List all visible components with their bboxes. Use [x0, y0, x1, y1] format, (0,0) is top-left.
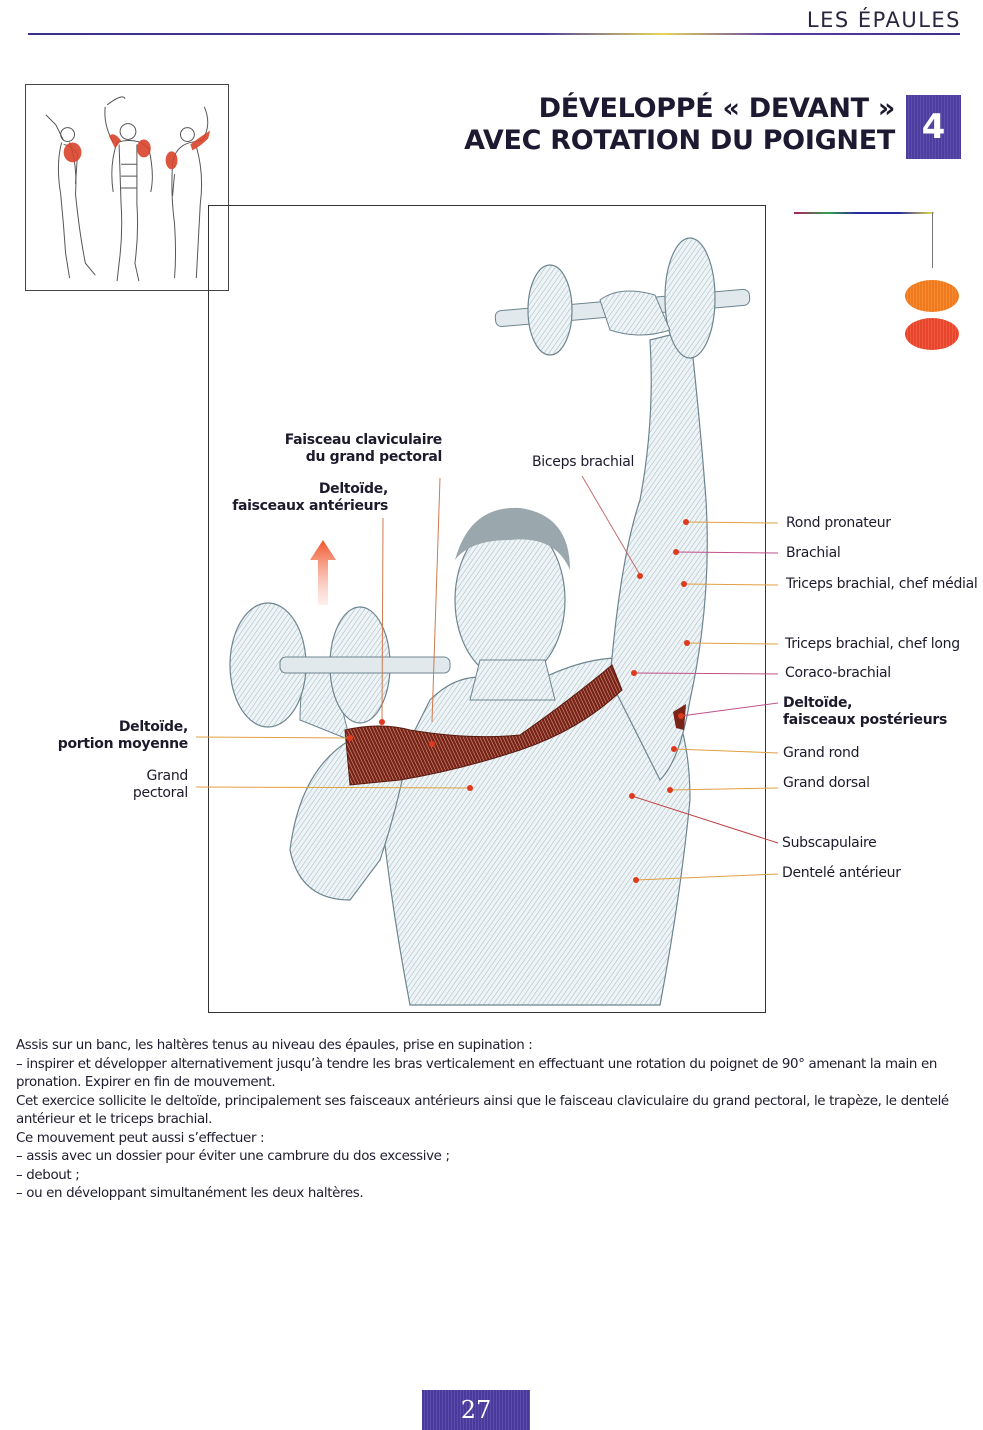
title-line-2: AVEC ROTATION DU POIGNET [464, 125, 895, 156]
exercise-description: Assis sur un banc, les haltères tenus au… [16, 1037, 966, 1204]
primary-muscle-oval-icon [905, 280, 959, 312]
variant-item: ou en développant simultanément les deux… [16, 1185, 966, 1204]
description-muscles: Cet exercice sollicite le deltoïde, prin… [16, 1093, 949, 1128]
page-number: 27 [422, 1390, 530, 1430]
label-biceps-brachial: Biceps brachial [532, 454, 635, 470]
variant-item: debout ; [16, 1167, 966, 1186]
label-line: faisceaux antérieurs [232, 498, 388, 514]
illustration-frame [208, 205, 766, 1013]
header-rule [28, 33, 960, 35]
section-header: LES ÉPAULES [806, 8, 961, 32]
label-dentele-anterieur: Dentelé antérieur [782, 865, 901, 881]
label-grand-rond: Grand rond [783, 745, 860, 761]
legend-rule [794, 212, 934, 214]
secondary-muscle-oval-icon [905, 318, 959, 350]
label-faisceau-claviculaire: Faisceau claviculaire du grand pectoral [284, 432, 443, 466]
three-anatomy-figures-icon [45, 96, 211, 282]
label-line: du grand pectoral [305, 449, 443, 465]
label-rond-pronateur: Rond pronateur [786, 515, 891, 531]
label-line: Faisceau claviculaire [284, 432, 443, 448]
label-deltoide-anterieurs: Deltoïde, faisceaux antérieurs [232, 481, 388, 515]
variant-item: assis avec un dossier pour éviter une ca… [16, 1148, 966, 1167]
label-deltoide-moyenne: Deltoïde, portion moyenne [57, 719, 189, 753]
legend-rule-vertical [932, 212, 933, 268]
description-intro: Assis sur un banc, les haltères tenus au… [16, 1038, 533, 1053]
label-grand-pectoral: Grand pectoral [133, 768, 188, 802]
exercise-number-badge: 4 [906, 95, 961, 159]
description-step: inspirer et développer alternativement j… [16, 1056, 966, 1093]
exercise-title: DÉVELOPPÉ « DEVANT » AVEC ROTATION DU PO… [464, 93, 895, 157]
label-line: Deltoïde, [783, 695, 853, 711]
description-variants-intro: Ce mouvement peut aussi s’effectuer : [16, 1130, 265, 1146]
label-line: Deltoïde, [118, 719, 188, 735]
label-triceps-long: Triceps brachial, chef long [785, 636, 960, 652]
label-deltoide-posterieurs: Deltoïde, faisceaux postérieurs [783, 695, 947, 729]
label-grand-dorsal: Grand dorsal [783, 775, 870, 791]
title-line-1: DÉVELOPPÉ « DEVANT » [538, 93, 896, 124]
label-coraco-brachial: Coraco-brachial [785, 665, 891, 681]
label-brachial: Brachial [786, 545, 841, 561]
label-subscapulaire: Subscapulaire [782, 835, 877, 851]
label-line: pectoral [132, 785, 188, 801]
label-line: portion moyenne [57, 736, 189, 752]
anatomy-thumbnail [25, 84, 229, 291]
label-line: Grand [146, 768, 189, 784]
label-triceps-medial: Triceps brachial, chef médial [786, 576, 978, 592]
label-line: faisceaux postérieurs [783, 712, 948, 728]
label-line: Deltoïde, [318, 481, 388, 497]
